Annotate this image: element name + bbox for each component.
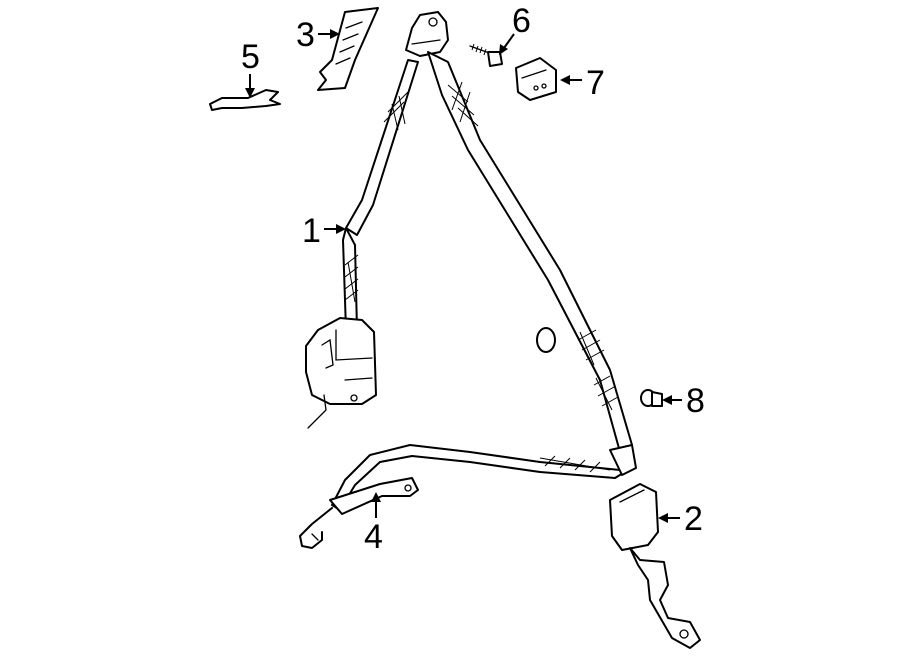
- callout-1: 1: [302, 212, 346, 250]
- callout-6: 6: [499, 2, 531, 55]
- callout-label: 7: [586, 64, 605, 102]
- callout-label: 6: [512, 2, 531, 40]
- callout-8: 8: [662, 382, 705, 420]
- callout-3: 3: [296, 16, 340, 54]
- callout-label: 5: [241, 38, 260, 76]
- part-4-lap-belt-anchor: [299, 444, 637, 549]
- part-5-clip: [209, 89, 281, 111]
- callout-2: 2: [658, 500, 703, 538]
- part-8-push-pin: [640, 389, 663, 407]
- part-3-bracket: [317, 7, 379, 91]
- callout-label: 2: [684, 500, 703, 538]
- callout-5: 5: [241, 38, 260, 98]
- callout-label: 1: [302, 212, 321, 250]
- part-2-buckle: [609, 483, 701, 649]
- callout-label: 4: [364, 518, 383, 556]
- callout-label: 3: [296, 16, 315, 54]
- callout-7: 7: [560, 64, 605, 102]
- part-7-cover: [515, 57, 557, 101]
- callout-label: 8: [686, 382, 705, 420]
- part-1-shoulder-belt-retractor: [305, 11, 633, 453]
- callout-4: 4: [364, 492, 383, 556]
- part-6-bolt: [469, 43, 503, 67]
